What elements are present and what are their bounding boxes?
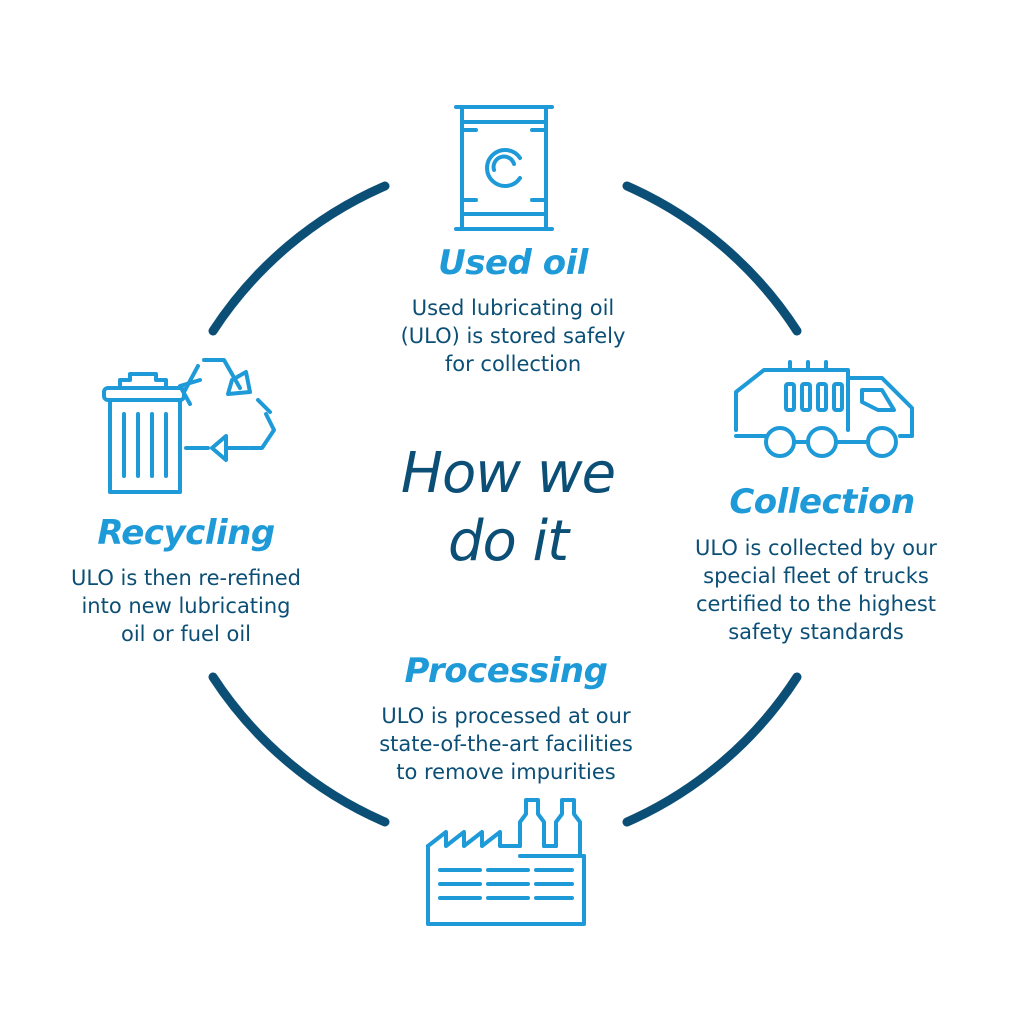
stage-title-recycling: Recycling <box>97 513 275 553</box>
stage-title-processing: Processing <box>404 651 608 691</box>
oil-barrel-icon <box>448 104 560 232</box>
stage-desc-processing: ULO is processed at our state-of-the-art… <box>379 704 633 784</box>
stage-title-collection: Collection <box>729 482 915 522</box>
factory-icon <box>424 794 588 928</box>
stage-desc-recycling: ULO is then re-refined into new lubricat… <box>71 566 301 646</box>
center-heading-line-2: do it <box>447 509 569 574</box>
center-heading: How we do it <box>328 440 688 576</box>
ring-arc-top-right <box>622 181 802 336</box>
ring-arc-top-left <box>208 181 390 336</box>
center-heading-line-1: How we <box>400 441 616 506</box>
truck-icon <box>732 358 918 464</box>
recycling-bin-icon <box>100 352 276 498</box>
stage-title-used-oil: Used oil <box>438 243 588 283</box>
ring-arc-bottom-left <box>208 672 390 827</box>
stage-desc-used-oil: Used lubricating oil (ULO) is stored saf… <box>400 296 626 376</box>
ring-arc-bottom-right <box>622 672 802 827</box>
stage-desc-collection: ULO is collected by our special fleet of… <box>695 536 937 644</box>
